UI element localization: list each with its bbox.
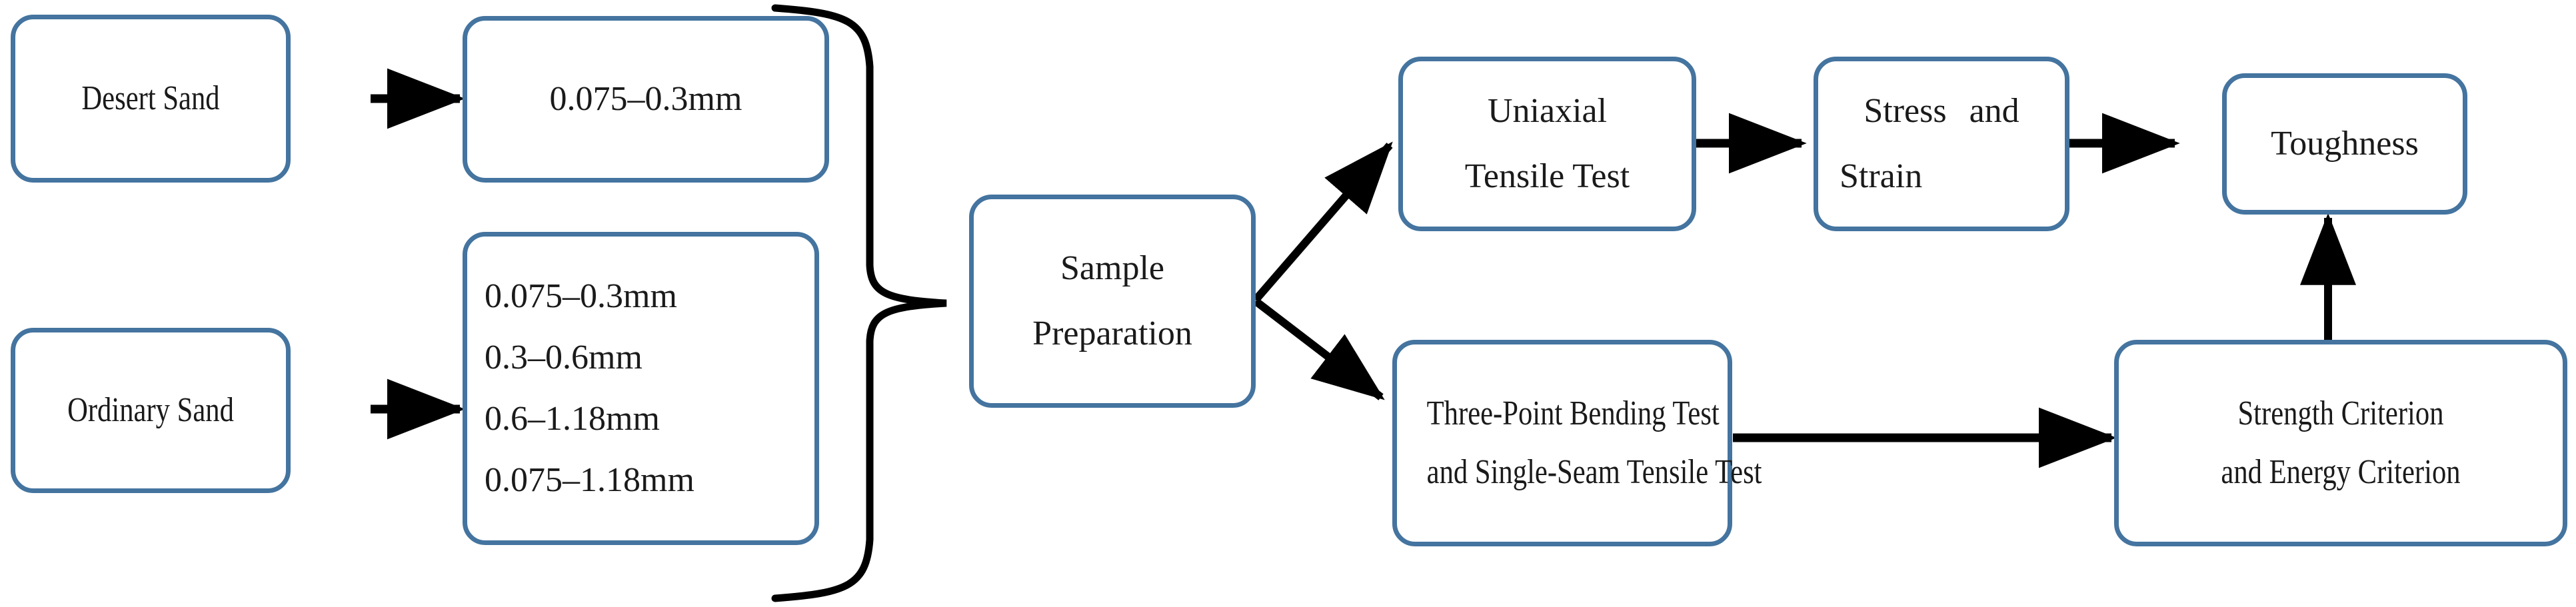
arrow-sample-preparation-to-uniaxial (1252, 141, 1393, 303)
node-desert-sand[interactable]: Desert Sand (11, 15, 291, 183)
particle-size-option: 0.075–0.3mm (485, 277, 677, 315)
node-desert-sand-label: Desert Sand (81, 79, 220, 117)
particle-size-option: 0.6–1.18mm (485, 400, 660, 438)
node-stress-and-strain[interactable]: Stress and Strain (1814, 57, 2069, 231)
and-word: and (1969, 92, 2019, 130)
node-bending-tests-line2: and Single-Seam Tensile Test (1426, 453, 1762, 491)
node-bending-tests[interactable]: Three-Point Bending Test and Single-Seam… (1392, 340, 1762, 546)
node-ordinary-sand-particle-sizes[interactable]: 0.075–0.3mm 0.3–0.6mm 0.6–1.18mm 0.075–1… (463, 232, 819, 545)
node-uniaxial-tensile-test-line1: Uniaxial (1487, 92, 1608, 130)
node-uniaxial-tensile-test[interactable]: Uniaxial Tensile Test (1398, 57, 1696, 231)
node-bending-tests-line1: Three-Point Bending Test (1426, 394, 1720, 432)
particle-size-option: 0.3–0.6mm (485, 338, 643, 376)
node-ordinary-sand-label: Ordinary Sand (67, 391, 234, 429)
node-criteria-line1: Strength Criterion (2237, 394, 2444, 432)
grouping-brace (771, 4, 947, 602)
node-sample-preparation-line1: Sample (1060, 249, 1164, 287)
node-sample-preparation-line2: Preparation (1032, 314, 1192, 352)
particle-size-option: 0.075–1.18mm (485, 461, 694, 499)
node-uniaxial-tensile-test-line2: Tensile Test (1464, 157, 1630, 195)
node-sample-preparation[interactable]: Sample Preparation (969, 195, 1256, 408)
node-strength-and-energy-criterion[interactable]: Strength Criterion and Energy Criterion (2114, 340, 2567, 546)
node-ordinary-sand[interactable]: Ordinary Sand (11, 328, 291, 493)
node-desert-sand-particle-size[interactable]: 0.075–0.3mm (463, 16, 829, 183)
arrow-sample-preparation-to-bending (1253, 298, 1385, 400)
node-desert-sand-particle-size-label: 0.075–0.3mm (549, 80, 742, 118)
node-stress-and-strain-line1: Stress and (1818, 94, 2065, 129)
stress-word: Stress (1864, 92, 1947, 130)
node-stress-and-strain-line2: Strain (1840, 157, 1923, 195)
node-criteria-line2: and Energy Criterion (2221, 453, 2461, 491)
node-toughness-label: Toughness (2271, 125, 2419, 163)
node-toughness[interactable]: Toughness (2222, 73, 2467, 215)
